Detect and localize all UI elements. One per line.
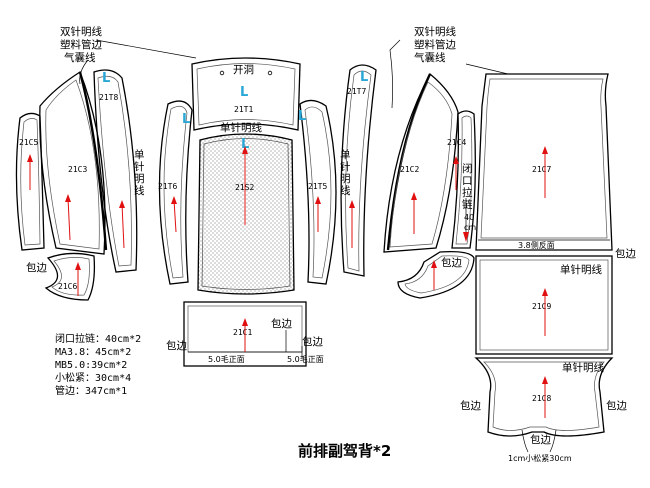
double-stitch-label-left: 双针明线 xyxy=(60,25,102,38)
binding-label-far-right: 包边 xyxy=(615,247,636,260)
zipper-closure-vertical: 闭口拉链 xyxy=(462,162,473,211)
note-line-5: 管边：347cm*1 xyxy=(55,384,127,397)
grain-letter-21t6: L xyxy=(182,112,190,127)
note-line-3: MB5.0:39cm*2 xyxy=(55,360,127,371)
grain-arrows xyxy=(27,146,548,418)
single-stitch-label-c9: 单针明线 xyxy=(560,263,602,276)
grain-letter-21s2: L xyxy=(241,137,249,152)
label-21c7: 21C7 xyxy=(532,165,551,174)
label-21c8: 21C8 xyxy=(532,394,551,403)
leader-lines xyxy=(79,39,509,358)
reverse-face-label: 3.8侧反面 xyxy=(518,240,555,250)
label-21c4: 21C4 xyxy=(447,138,466,147)
piece-21t5: 21T5 L xyxy=(298,99,337,285)
binding-label-c1-left: 包边 xyxy=(166,339,187,352)
piece-21t6: 21T6 L xyxy=(158,100,193,285)
binding-label-right-mid: 包边 xyxy=(441,256,462,269)
piece-21t7: 21T7 L xyxy=(340,64,377,277)
label-21t8: 21T8 xyxy=(99,93,118,102)
elastic-bottom-label: 1cm小松紧30cm xyxy=(508,453,572,463)
double-stitch-label-right: 双针明线 xyxy=(414,25,456,38)
airbag-line-label-right: 气囊线 xyxy=(414,51,446,64)
label-21c9: 21C9 xyxy=(532,302,551,311)
label-21t1: 21T1 xyxy=(234,105,253,114)
piece-21c2: 21C2 xyxy=(383,72,459,253)
piece-right-bottom-curve xyxy=(397,250,475,299)
piece-21c3: 21C3 xyxy=(39,71,108,255)
zipper-length-value: 40 xyxy=(464,213,474,222)
binding-label-c1-mid: 包边 xyxy=(271,317,292,330)
piece-21c7: 21C7 3.8侧反面 xyxy=(475,73,613,251)
binding-label-c8-right: 包边 xyxy=(606,399,627,412)
piece-21s2: L 21S2 xyxy=(197,133,295,295)
plastic-edge-label-right: 塑料管边 xyxy=(414,38,456,51)
single-stitch-vertical-left: 单针明线 xyxy=(134,149,145,197)
label-21c6: 21C6 xyxy=(58,282,77,291)
label-21t6: 21T6 xyxy=(158,182,177,191)
label-21c2: 21C2 xyxy=(400,165,419,174)
wool-face-label-left: 5.0毛正面 xyxy=(208,354,245,364)
open-hole-label: 开洞 xyxy=(233,64,254,76)
label-21t7: 21T7 xyxy=(347,87,366,96)
single-stitch-label-c8: 单针明线 xyxy=(562,361,604,374)
piece-21c9: 21C9 单针明线 xyxy=(475,255,613,355)
binding-label-c8-left: 包边 xyxy=(460,399,481,412)
note-line-4: 小松紧：30cm*4 xyxy=(55,371,131,384)
binding-label-c1-right: 包边 xyxy=(302,335,323,348)
zipper-length-unit: cm xyxy=(464,223,476,232)
grain-letter-21t5: L xyxy=(298,109,306,124)
label-21c1: 21C1 xyxy=(233,328,252,337)
piece-21t1: 开洞 L 21T1 单针明线 xyxy=(191,57,301,134)
plastic-edge-label-left: 塑料管边 xyxy=(60,38,102,51)
label-21t5: 21T5 xyxy=(308,182,327,191)
piece-21c1: 21C1 5.0毛正面 5.0毛正面 xyxy=(183,301,324,367)
note-line-1: 闭口拉链：40cm*2 xyxy=(55,332,141,345)
piece-21c4: 21C4 xyxy=(447,110,476,249)
piece-21c5: 21C5 xyxy=(15,112,45,251)
grain-letter-21t1: L xyxy=(240,85,248,100)
grain-letter-21t8: L xyxy=(102,71,110,86)
binding-label-c8-bottom: 包边 xyxy=(530,433,551,446)
wool-face-label-right: 5.0毛正面 xyxy=(287,354,324,364)
single-stitch-vertical-right: 单针明线 xyxy=(340,149,351,197)
grain-letter-21t7: L xyxy=(360,70,368,85)
binding-label-left: 包边 xyxy=(26,261,47,274)
piece-21c8: 21C8 单针明线 xyxy=(474,357,614,453)
piece-21t8: 21T8 L xyxy=(93,69,138,273)
piece-21c6: 21C6 xyxy=(44,252,96,301)
annotations: 双针明线 塑料管边 气囊线 双针明线 塑料管边 气囊线 单针明线 单针明线 闭口… xyxy=(26,25,636,463)
note-line-2: MA3.8：45cm*2 xyxy=(55,347,131,358)
diagram-title: 前排副驾背*2 xyxy=(298,442,391,460)
label-21c3: 21C3 xyxy=(68,165,87,174)
single-stitch-label-center: 单针明线 xyxy=(220,121,262,134)
airbag-line-label-left: 气囊线 xyxy=(64,51,96,64)
label-21c5: 21C5 xyxy=(19,138,38,147)
